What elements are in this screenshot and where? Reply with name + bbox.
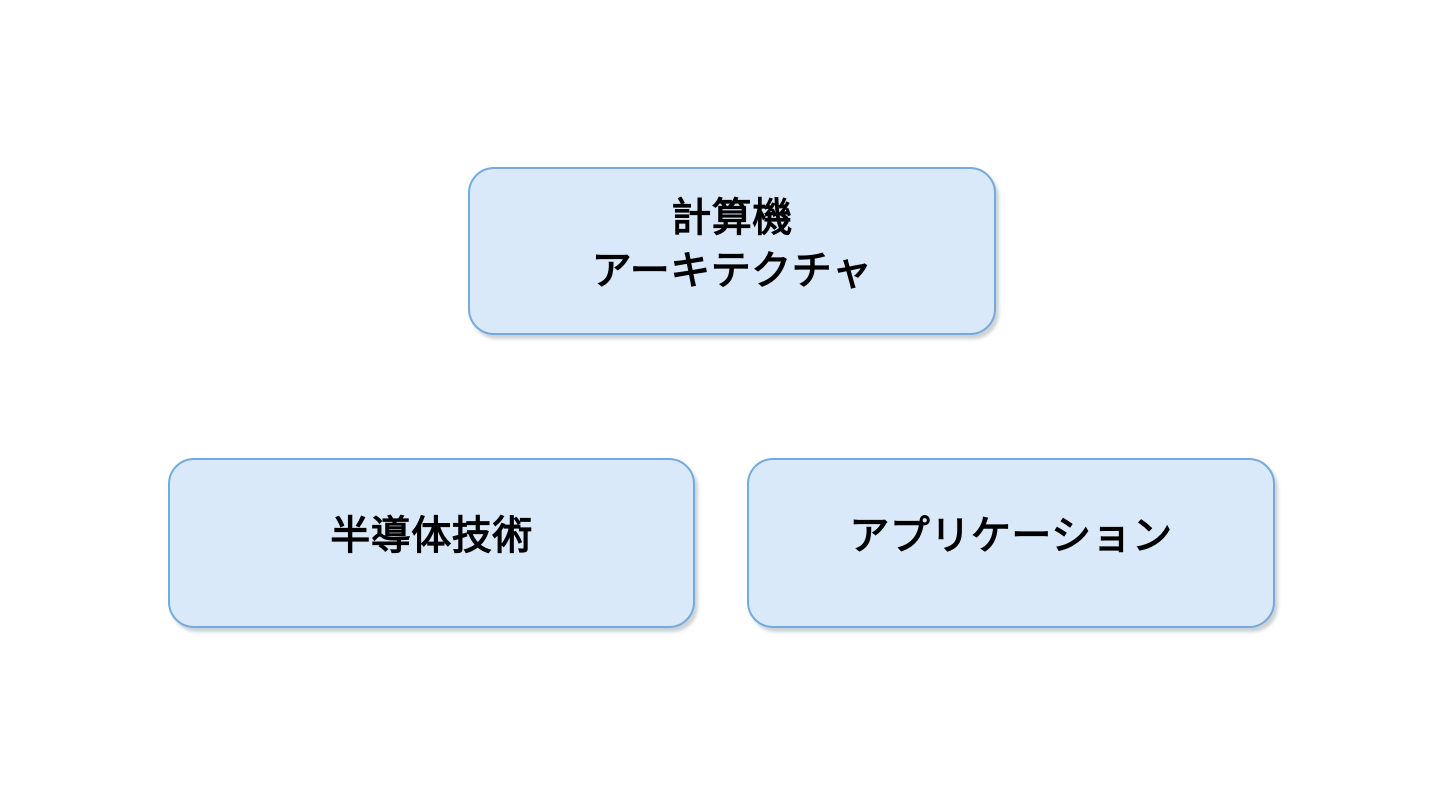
node-semiconductor-technology: 半導体技術 bbox=[168, 458, 695, 628]
node-application: アプリケーション bbox=[747, 458, 1275, 628]
node-semiconductor-technology-label: 半導体技術 bbox=[330, 514, 533, 559]
node-computer-architecture: 計算機 アーキテクチャ bbox=[468, 167, 996, 335]
node-computer-architecture-label: 計算機 アーキテクチャ bbox=[591, 195, 873, 293]
node-application-label: アプリケーション bbox=[849, 514, 1173, 559]
